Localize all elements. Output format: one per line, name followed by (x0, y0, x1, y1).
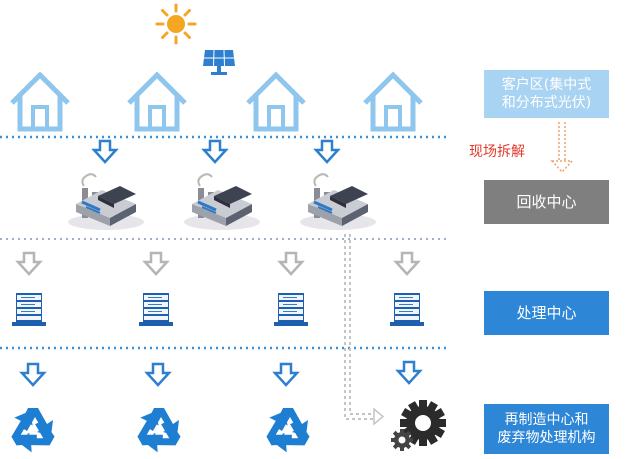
arrow-down-icon (278, 251, 304, 276)
customer-zone-line2: 和分布式光伏) (501, 95, 592, 111)
factory-icon (298, 172, 378, 232)
recycle-icon (3, 408, 60, 459)
customer-zone-box: 客户区(集中式 和分布式光伏) (484, 70, 609, 118)
arrow-down-icon (202, 139, 228, 164)
house-icon (12, 75, 68, 129)
house-icon (248, 75, 304, 129)
arrow-down-icon (143, 251, 169, 276)
dismantle-arrow (550, 122, 574, 174)
server-rack-icon (11, 292, 47, 327)
factory-icon (66, 172, 146, 232)
bypass-arrowhead (373, 407, 385, 426)
arrow-down-icon (145, 362, 171, 387)
recycle-icon (129, 408, 186, 459)
customer-zone-line1: 客户区(集中式 (501, 77, 592, 93)
arrow-down-icon (314, 139, 340, 164)
factory-icon (182, 172, 262, 232)
on-site-dismantle-label: 现场拆解 (469, 144, 525, 160)
processing-center-box: 处理中心 (484, 291, 609, 335)
recycling-center-label: 回收中心 (516, 193, 577, 211)
solar-panel-icon (203, 49, 235, 75)
recycle-icon (258, 408, 315, 459)
sun-icon (155, 3, 197, 45)
remanufacturing-line1: 再制造中心和 (504, 412, 589, 428)
server-rack-icon (273, 292, 309, 327)
remanufacturing-line2: 废弃物处理机构 (497, 430, 596, 446)
remanufacturing-box: 再制造中心和 废弃物处理机构 (484, 404, 609, 454)
server-rack-icon (389, 292, 425, 327)
processing-center-label: 处理中心 (516, 304, 577, 322)
arrow-down-icon (20, 362, 46, 387)
gear-icon (391, 400, 446, 451)
server-rack-icon (138, 292, 174, 327)
arrow-down-icon (394, 251, 420, 276)
recycling-center-box: 回收中心 (484, 180, 609, 224)
arrow-down-icon (273, 362, 299, 387)
house-icon (129, 75, 185, 129)
arrow-down-icon (92, 139, 118, 164)
arrow-down-icon (16, 251, 42, 276)
house-icon (365, 75, 421, 129)
bypass-path (344, 234, 374, 420)
bypass-path (349, 234, 374, 415)
arrow-down-icon (396, 360, 422, 385)
